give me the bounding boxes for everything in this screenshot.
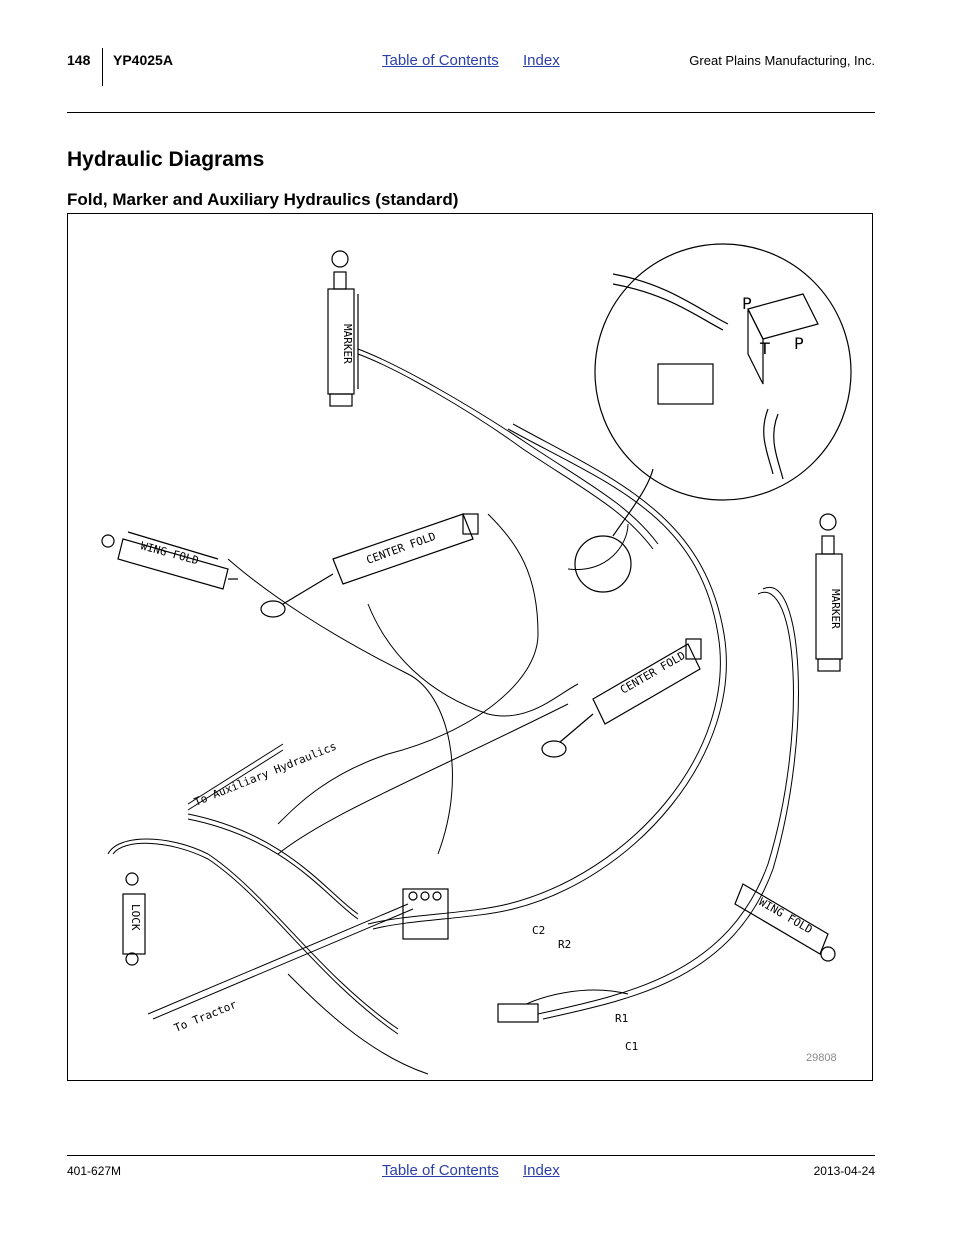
label-marker-top: MARKER <box>341 324 354 364</box>
label-lock: LOCK <box>129 904 142 931</box>
marker-cylinder-right <box>815 513 843 672</box>
doc-date: 2013-04-24 <box>813 1164 875 1178</box>
label-c2: C2 <box>532 924 545 937</box>
header-index-link[interactable]: Index <box>523 52 560 69</box>
label-p-right: P <box>794 334 804 353</box>
label-tractor: To Tractor <box>172 998 239 1035</box>
label-p-top: P <box>742 294 752 313</box>
header-rule <box>67 112 875 113</box>
marker-cylinder-top <box>327 250 359 407</box>
section-title: Hydraulic Diagrams <box>67 148 265 171</box>
label-c1: C1 <box>625 1040 638 1053</box>
hydraulic-diagram-drawing: MARKER MARKER CENTER FOLD CENTER FOLD WI… <box>101 243 852 1075</box>
footer-rule <box>67 1155 875 1156</box>
footer-index-link[interactable]: Index <box>523 1162 560 1179</box>
footer-toc-link[interactable]: Table of Contents <box>382 1162 499 1179</box>
subsection-title: Fold, Marker and Auxiliary Hydraulics (s… <box>67 190 459 209</box>
label-t: T <box>759 339 770 358</box>
label-aux: To Auxiliary Hydraulics <box>192 740 338 809</box>
header-toc-link[interactable]: Table of Contents <box>382 52 499 69</box>
doc-number: 401-627M <box>67 1164 122 1178</box>
detail-callout <box>574 243 852 593</box>
label-marker-right: MARKER <box>829 589 842 629</box>
label-r2: R2 <box>558 938 571 951</box>
company-name: Great Plains Manufacturing, Inc. <box>689 53 875 68</box>
hose-runs <box>107 348 799 1075</box>
figure-number: 29808 <box>806 1052 837 1064</box>
manifold-block <box>497 1003 539 1023</box>
page-number: 148 <box>67 52 91 68</box>
wing-fold-cylinder-left <box>101 531 238 590</box>
lock-cylinder <box>122 872 146 966</box>
header-divider <box>102 48 103 86</box>
label-r1: R1 <box>615 1012 628 1025</box>
center-fold-cylinder-2 <box>541 638 702 758</box>
center-fold-cylinder-1 <box>260 513 479 618</box>
hydraulic-diagram: MARKER MARKER CENTER FOLD CENTER FOLD WI… <box>67 213 873 1081</box>
model-number: YP4025A <box>113 52 173 68</box>
